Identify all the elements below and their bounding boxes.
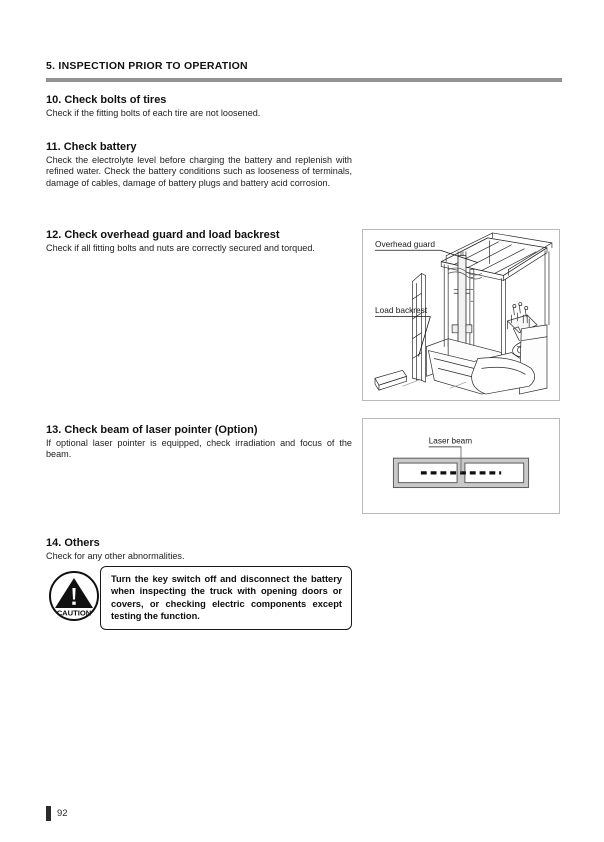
laser-beam-label: Laser beam	[429, 436, 473, 445]
caution-text-box: Turn the key switch off and disconnect t…	[100, 566, 352, 630]
caution-message: Turn the key switch off and disconnect t…	[111, 574, 342, 622]
chapter-header: 5. INSPECTION PRIOR TO OPERATION	[46, 60, 562, 82]
section-14: 14. Others Check for any other abnormali…	[46, 536, 352, 562]
page-footer: 92	[46, 806, 68, 821]
header-rule	[46, 78, 562, 82]
overhead-guard-label: Overhead guard	[375, 239, 435, 249]
load-backrest-label: Load backrest	[375, 305, 428, 315]
laser-beam-figure: Laser beam	[362, 418, 560, 514]
chapter-title: 5. INSPECTION PRIOR TO OPERATION	[46, 60, 248, 72]
section-14-title: 14. Others	[46, 537, 100, 549]
section-12: 12. Check overhead guard and load backre…	[46, 228, 352, 254]
section-11-title: 11. Check battery	[46, 141, 137, 153]
section-10-title: 10. Check bolts of tires	[46, 94, 167, 106]
section-13: 13. Check beam of laser pointer (Option)…	[46, 423, 352, 461]
caution-block: CAUTION Turn the key switch off and disc…	[46, 566, 352, 632]
page-number: 92	[57, 808, 68, 819]
section-13-body: If optional laser pointer is equipped, c…	[46, 438, 352, 460]
caution-icon-label: CAUTION	[57, 608, 92, 617]
footer-accent-bar	[46, 806, 51, 821]
section-12-title: 12. Check overhead guard and load backre…	[46, 229, 280, 241]
section-11-body: Check the electrolyte level before charg…	[46, 155, 352, 188]
section-13-title: 13. Check beam of laser pointer (Option)	[46, 424, 258, 436]
load-backrest-callout: Load backrest	[375, 305, 431, 357]
overhead-guard-callout: Overhead guard	[375, 239, 478, 263]
section-10: 10. Check bolts of tires Check if the fi…	[46, 93, 352, 119]
section-10-body: Check if the fitting bolts of each tire …	[46, 108, 261, 118]
caution-icon: CAUTION	[48, 570, 100, 622]
section-12-body: Check if all fitting bolts and nuts are …	[46, 243, 315, 253]
overhead-guard-figure: Overhead guard Load backrest	[362, 229, 560, 401]
section-11: 11. Check battery Check the electrolyte …	[46, 140, 352, 189]
section-14-body: Check for any other abnormalities.	[46, 551, 185, 561]
